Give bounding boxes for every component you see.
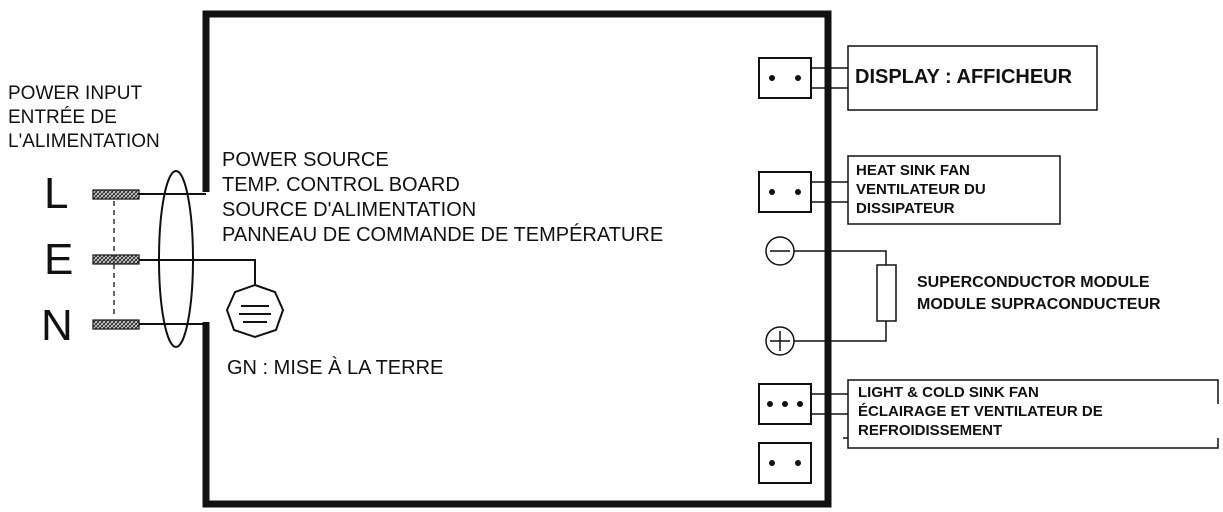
heat-sink-fan-line: HEAT SINK FAN	[856, 162, 970, 179]
power-input-label: POWER INPUT ENTRÉE DE L'ALIMENTATION	[8, 82, 160, 154]
ground-icon	[225, 283, 285, 339]
board-line: TEMP. CONTROL BOARD	[222, 174, 460, 196]
pin-letter-l: L	[44, 169, 69, 218]
terminal-e	[92, 254, 140, 265]
pin-letter-e: E	[44, 235, 74, 284]
pin-letter-n: N	[41, 301, 73, 350]
superconductor-line: MODULE SUPRACONDUCTEUR	[917, 296, 1161, 313]
plus-terminal-icon	[765, 326, 795, 356]
power-input-line: ENTRÉE DE	[8, 107, 117, 128]
superconductor-label: SUPERCONDUCTOR MODULE MODULE SUPRACONDUC…	[917, 272, 1161, 316]
heat-sink-fan-label: HEAT SINK FAN VENTILATEUR DU DISSIPATEUR	[856, 161, 986, 218]
spare-connector	[758, 442, 812, 484]
input-wires	[139, 193, 256, 325]
board-label: POWER SOURCE TEMP. CONTROL BOARD SOURCE …	[222, 148, 663, 248]
terminal-n	[92, 319, 140, 330]
heat-sink-fan-line: DISSIPATEUR	[856, 200, 955, 217]
board-line: PANNEAU DE COMMANDE DE TEMPÉRATURE	[222, 224, 664, 246]
light-cold-fan-label-box	[847, 379, 1219, 449]
cable-bundle-ellipse	[158, 170, 194, 348]
heat-sink-fan-line: VENTILATEUR DU	[856, 181, 986, 198]
light-cold-fan-line: LIGHT & COLD SINK FAN	[858, 384, 1039, 401]
display-leads	[811, 67, 848, 89]
light-cold-fan-line: REFROIDISSEMENT	[858, 422, 1003, 439]
power-input-line: L'ALIMENTATION	[8, 131, 160, 152]
heat-sink-fan-connector	[758, 171, 812, 213]
power-input-line: POWER INPUT	[8, 83, 143, 104]
light-cold-fan-leads	[811, 393, 848, 415]
light-cold-fan-line: ÉCLAIRAGE ET VENTILATEUR DE	[858, 403, 1103, 420]
terminal-l	[92, 189, 140, 200]
display-label-box	[847, 45, 1098, 111]
light-cold-fan-connector	[758, 383, 812, 425]
board-line: SOURCE D'ALIMENTATION	[222, 199, 477, 221]
superconductor-wires	[794, 250, 887, 342]
light-cold-fan-label: LIGHT & COLD SINK FAN ÉCLAIRAGE ET VENTI…	[858, 383, 1103, 440]
display-connector	[758, 57, 812, 99]
superconductor-line: SUPERCONDUCTOR MODULE	[917, 274, 1150, 291]
control-board-box	[202, 10, 832, 508]
display-label: DISPLAY : AFFICHEUR	[855, 66, 1073, 88]
ground-label: GN : MISE À LA TERRE	[227, 357, 444, 379]
heat-sink-fan-leads	[811, 181, 848, 203]
heat-sink-fan-label-box	[847, 155, 1061, 225]
minus-terminal-icon	[765, 236, 795, 266]
superconductor-module-icon	[876, 264, 897, 322]
board-line: POWER SOURCE	[222, 149, 389, 171]
